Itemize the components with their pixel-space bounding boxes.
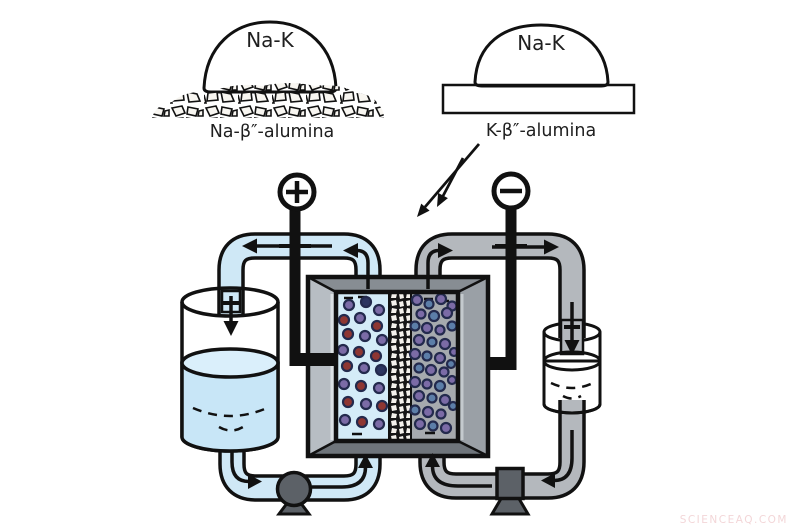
- positive-terminal: [277, 172, 337, 366]
- cell-top-wall: [308, 277, 488, 292]
- left-pump: [275, 470, 313, 516]
- membrane: [389, 292, 411, 441]
- right-substrate-label: K-β″-alumina: [486, 121, 596, 141]
- right-sample: Na-K K-β″-alumina: [441, 23, 636, 141]
- cell-left-wall: [308, 277, 336, 456]
- right-pump: [489, 466, 531, 516]
- minus-icon: [491, 171, 531, 211]
- potassium-reservoir: [542, 302, 602, 415]
- positive-electrode-rod: [289, 207, 337, 366]
- right-substrate-slab: [441, 83, 636, 115]
- watermark: SCIENCEAQ.COM: [680, 514, 788, 526]
- flow-arrows: [230, 238, 574, 489]
- cell: [305, 274, 491, 459]
- left-sample: Na-K Na-β″-alumina: [152, 20, 384, 142]
- left-droplet: [202, 20, 338, 94]
- left-rubble-pile: [152, 83, 384, 118]
- sodium-liquid-surface: [180, 347, 280, 379]
- left-substrate-label: Na-β″-alumina: [210, 122, 335, 142]
- cell-bottom-wall: [308, 441, 488, 456]
- membrane-annotation-arrows-icon: [417, 143, 481, 217]
- cell-right-wall: [458, 277, 488, 456]
- negative-electrode-rod: [487, 209, 517, 370]
- sodium-reservoir: [180, 286, 280, 453]
- catholyte-particles: [408, 292, 460, 435]
- anolyte-particles: [336, 295, 389, 431]
- negative-terminal: [487, 171, 531, 370]
- plus-icon: [277, 172, 317, 212]
- left-droplet-label: Na-K: [246, 28, 294, 52]
- right-droplet-label: Na-K: [517, 31, 565, 55]
